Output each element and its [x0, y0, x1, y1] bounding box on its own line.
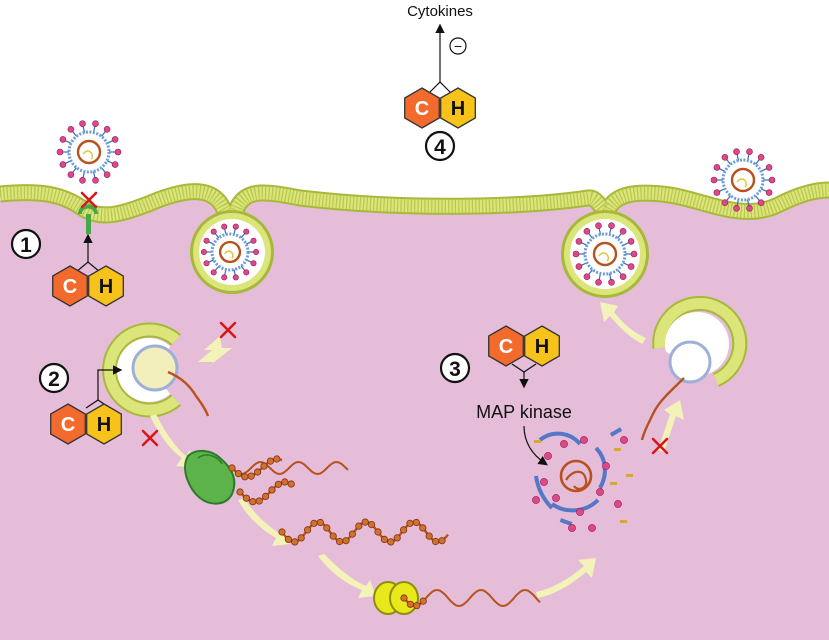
rna-strand-b — [228, 455, 283, 481]
virion-released — [710, 148, 776, 212]
svg-text:1: 1 — [20, 234, 32, 257]
svg-text:4: 4 — [434, 136, 446, 159]
hexagon-left — [50, 403, 86, 445]
hexagon-right-letter: H — [97, 414, 111, 436]
inhibitor-pointers — [75, 23, 548, 466]
hexagon-right — [440, 87, 476, 129]
rna-released — [167, 370, 210, 417]
rna-to-bud — [640, 377, 685, 441]
arrow-to-exocytosis — [600, 302, 646, 344]
hexagon-right — [524, 325, 560, 367]
virion-in-exocytic-vesicle — [572, 222, 638, 286]
rna-strand-a — [231, 460, 349, 476]
rna-strand-f — [400, 594, 427, 610]
hexagon-right-letter: H — [451, 98, 465, 120]
step-badge-1: 1 — [10, 228, 42, 260]
arrow-to-budding — [658, 400, 684, 452]
hexagon-right-letter: H — [535, 336, 549, 358]
arrow-to-ribosome — [318, 554, 376, 598]
rna-strand-e — [403, 589, 541, 607]
inhibit-sign: − — [449, 37, 467, 55]
step-badge-3: 3 — [439, 352, 471, 384]
hexagon-left — [404, 87, 440, 129]
svg-text:−: − — [454, 38, 462, 54]
arrow-vesicle-to-uncoating — [198, 336, 232, 372]
arrow-to-assembly — [536, 558, 596, 598]
step-badge-4: 4 — [424, 130, 456, 162]
hexagon-left — [52, 265, 88, 307]
hexagon-right-letter: H — [99, 276, 113, 298]
virion-outside-left — [56, 120, 122, 184]
hexagon-right — [88, 265, 124, 307]
assembly-cluster — [534, 427, 623, 526]
arrow-to-rna — [238, 498, 290, 546]
hexagon-right — [86, 403, 122, 445]
receptor — [78, 204, 98, 234]
hexagon-left-letter: C — [61, 414, 75, 436]
map-kinase-label: MAP kinase — [476, 402, 572, 422]
flow-arrows — [150, 302, 684, 598]
cytoplasm — [0, 196, 829, 640]
virion-in-vesicle — [200, 223, 260, 281]
svg-text:3: 3 — [449, 358, 461, 381]
uncoating-vesicle — [102, 322, 181, 418]
block-mark-4 — [651, 437, 669, 455]
step-badge-2: 2 — [38, 362, 70, 394]
cell-membrane — [0, 181, 829, 224]
rna-strand-d — [278, 518, 449, 546]
hexagon-left — [488, 325, 524, 367]
hexagon-left-letter: C — [415, 98, 429, 120]
block-mark-3 — [141, 429, 159, 447]
polysome — [184, 450, 236, 505]
ribosome — [373, 581, 419, 615]
rna-strand-c — [236, 478, 295, 506]
svg-text:2: 2 — [48, 368, 60, 391]
block-mark-2 — [219, 321, 237, 339]
block-mark-1 — [80, 191, 98, 209]
assembly-components — [532, 436, 633, 532]
hexagon-left-letter: C — [63, 276, 77, 298]
hexagon-left-letter: C — [499, 336, 513, 358]
arrow-uncoating-to-translation — [150, 414, 196, 468]
cytokines-label: Cytokines — [407, 3, 473, 20]
budding-vesicle — [652, 295, 748, 387]
